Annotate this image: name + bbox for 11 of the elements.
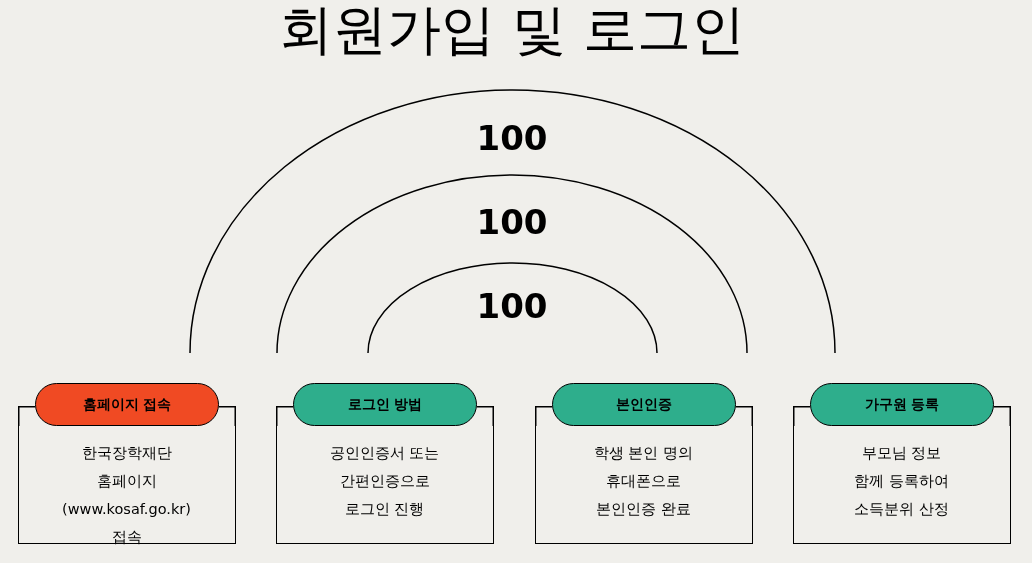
header-pill: 홈페이지 접속 [35, 383, 219, 426]
number-label: 100 [476, 202, 548, 242]
description-text: 학생 본인 명의 휴대폰으로 본인인증 완료 [592, 444, 695, 519]
number-label: 100 [476, 118, 548, 158]
header-pill: 본인인증 [552, 383, 736, 426]
title: 회원가입 및 로그인 [279, 0, 746, 60]
header-pill: 가구원 등록 [810, 383, 994, 426]
number-label: 100 [476, 286, 548, 326]
header-pill: 로그인 방법 [293, 383, 477, 426]
description-text: 부모님 정보 함께 등록하여 소득분위 산정 [853, 444, 950, 519]
description-text: 공인인증서 또는 간편인증으로 로그인 진행 [328, 444, 441, 519]
